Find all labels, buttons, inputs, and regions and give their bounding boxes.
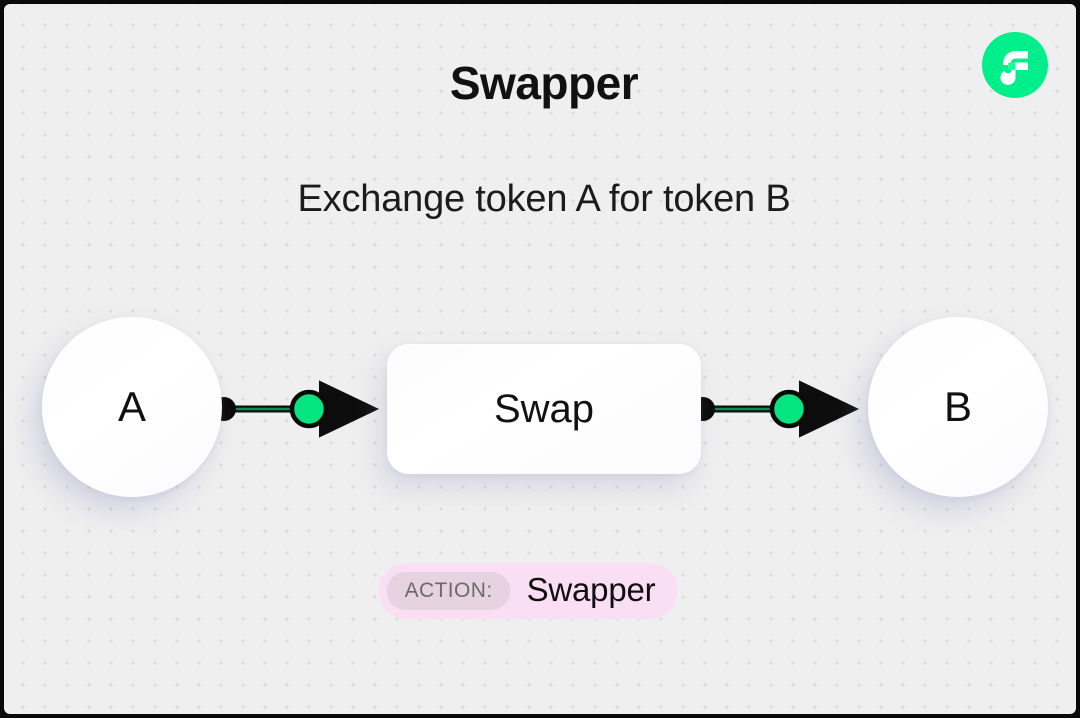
node-token-b-label: B bbox=[943, 383, 972, 430]
node-swap-label: Swap bbox=[493, 386, 595, 431]
page-subtitle: Exchange token A for token B bbox=[297, 178, 791, 220]
action-badge-label: ACTION: bbox=[386, 572, 511, 610]
edge-mid-dot-b bbox=[769, 389, 809, 429]
node-token-b[interactable]: B bbox=[868, 317, 1048, 497]
edge-a-swap[interactable] bbox=[212, 380, 380, 438]
node-token-a[interactable]: A bbox=[42, 317, 222, 497]
page-title: Swapper bbox=[449, 57, 639, 109]
flow-logo-icon bbox=[982, 32, 1048, 98]
action-badge-value: Swapper bbox=[526, 571, 656, 608]
edge-mid-dot-a bbox=[289, 389, 329, 429]
node-swap[interactable]: Swap bbox=[387, 344, 701, 474]
status-badge: ACTION: Swapper bbox=[378, 563, 678, 619]
edge-swap-b[interactable] bbox=[691, 380, 860, 438]
node-token-a-label: A bbox=[117, 383, 146, 430]
